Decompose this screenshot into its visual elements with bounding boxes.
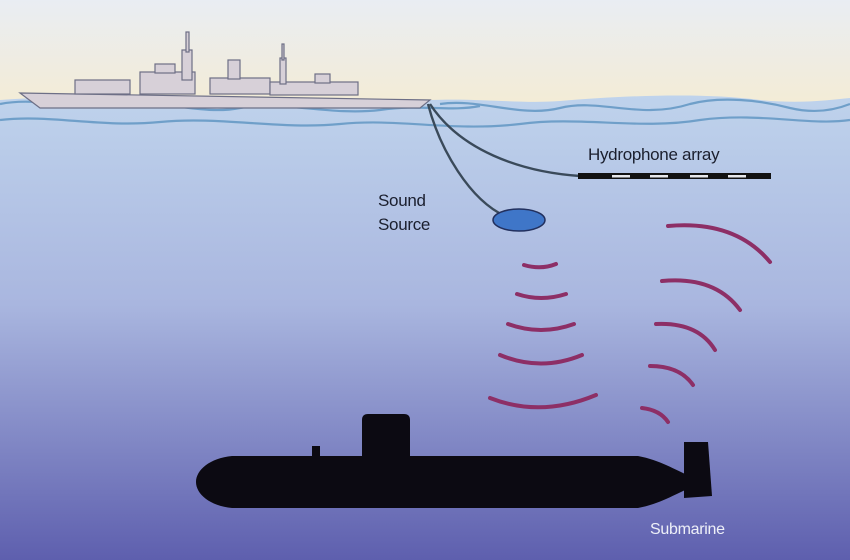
- sound-source-label-line2: Source: [378, 215, 431, 234]
- hydrophone-array-label: Hydrophone array: [588, 145, 720, 164]
- submarine-label: Submarine: [650, 521, 725, 538]
- tow-cables: [426, 103, 581, 218]
- ship: [18, 31, 432, 109]
- outgoing-sound-waves: [488, 262, 598, 410]
- reflected-sound-waves: [640, 223, 772, 424]
- hydrophone-array: [578, 173, 771, 179]
- sound-source-label-line1: Sound: [378, 191, 426, 210]
- sound-source-cable: [426, 103, 506, 218]
- hydrophone-cable: [428, 103, 581, 178]
- sound-source: [492, 208, 546, 232]
- ocean: [0, 95, 850, 560]
- submarine: [196, 414, 712, 508]
